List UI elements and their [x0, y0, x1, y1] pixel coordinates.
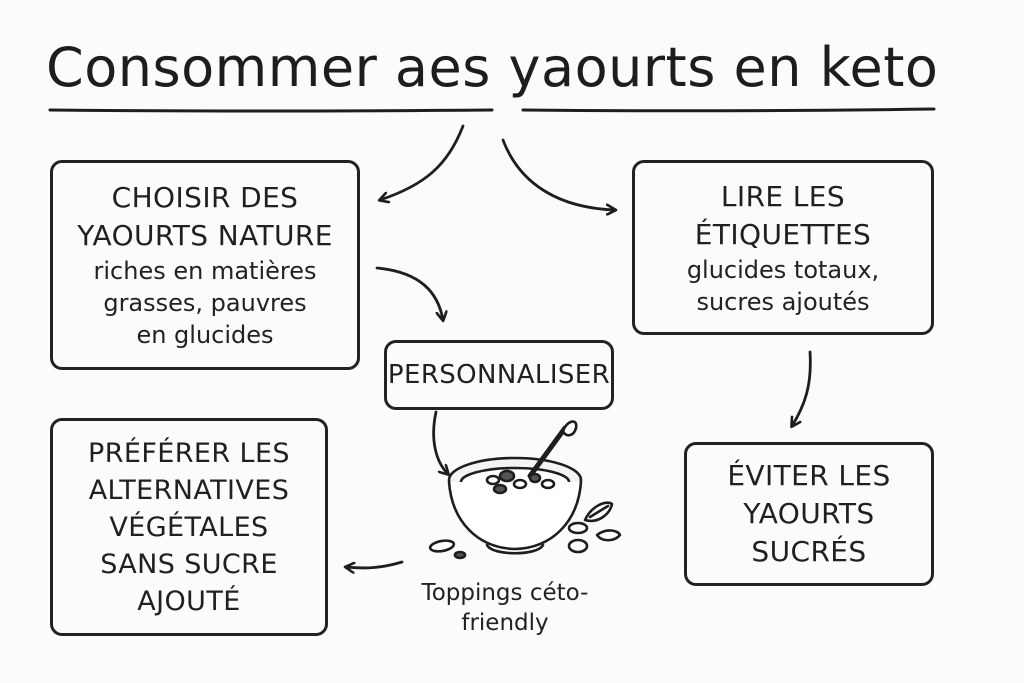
avoid-sweet-yogurt-box: ÉVITER LES YAOURTS SUCRÉS	[684, 442, 934, 586]
personalize-box: PERSONNALISER	[384, 340, 614, 410]
read-labels-heading: LIRE LES ÉTIQUETTES	[694, 179, 872, 251]
choose-plain-yogurt-box: CHOISIR DES YAOURTS NATURE riches en mat…	[50, 160, 360, 370]
toppings-caption: Toppings céto- friendly	[421, 580, 589, 636]
arrow-title-to-labels	[501, 138, 615, 210]
plant-alternatives-box: PRÉFÉRER LES ALTERNATIVES VÉGÉTALES SANS…	[50, 418, 328, 636]
arrow-choose-to-personalize	[375, 266, 443, 320]
personalize-heading: PERSONNALISER	[387, 360, 611, 390]
choose-plain-yogurt-detail: riches en matières grasses, pauvres en g…	[93, 257, 317, 349]
read-labels-detail: glucides totaux, sucres ajoutés	[686, 255, 880, 316]
choose-plain-yogurt-heading: CHOISIR DES YAOURTS NATURE	[77, 181, 333, 252]
arrow-personalize-to-bowl	[432, 410, 448, 474]
read-labels-box: LIRE LES ÉTIQUETTES glucides totaux, suc…	[632, 160, 934, 335]
yogurt-bowl-icon	[428, 420, 622, 560]
arrow-labels-to-avoid	[792, 350, 812, 426]
avoid-sweet-yogurt-heading: ÉVITER LES YAOURTS SUCRÉS	[727, 459, 891, 568]
arrow-title-to-choose	[380, 124, 465, 200]
title-underline-right	[521, 107, 936, 113]
title-underline-left	[48, 108, 494, 113]
plant-alternatives-heading: PRÉFÉRER LES ALTERNATIVES VÉGÉTALES SANS…	[88, 437, 290, 617]
diagram-title: Consommer aes yaourts en keto	[46, 36, 939, 99]
arrow-bowl-to-plant	[346, 560, 404, 568]
